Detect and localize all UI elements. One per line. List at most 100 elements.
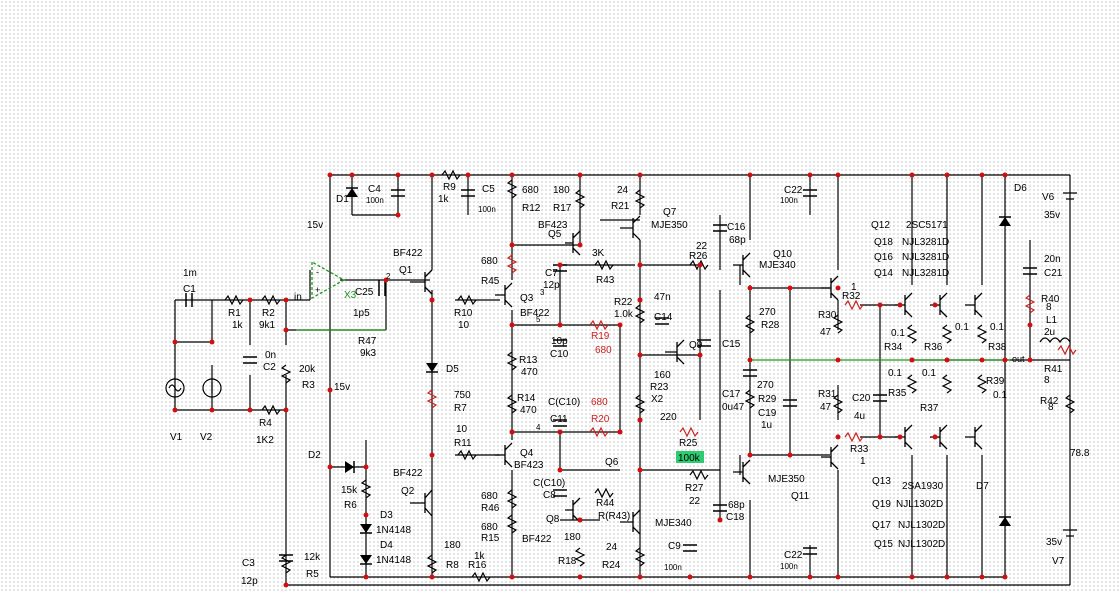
r8-resistor bbox=[426, 554, 438, 574]
label-c20: C20 bbox=[852, 393, 871, 404]
r30-resistor bbox=[832, 314, 844, 334]
label-r34-value: 0.1 bbox=[891, 328, 905, 339]
label-r7-value: 750 bbox=[454, 390, 471, 401]
q3-transistor bbox=[495, 282, 513, 308]
c10-capacitor bbox=[553, 339, 567, 347]
label-r31: R31 bbox=[818, 389, 837, 400]
label-r1-value: 1k bbox=[232, 320, 244, 331]
r9-resistor bbox=[441, 169, 461, 181]
q11-transistor bbox=[733, 459, 751, 485]
label-d5: D5 bbox=[446, 364, 459, 375]
label-r8-value: 180 bbox=[444, 540, 461, 551]
label-c1: C1 bbox=[183, 284, 196, 295]
label-bf423-q5: BF423 bbox=[538, 220, 568, 231]
q7-transistor bbox=[620, 215, 641, 241]
r44-resistor bbox=[594, 487, 614, 499]
label-r8: R8 bbox=[446, 560, 459, 571]
r25-resistor bbox=[679, 426, 699, 438]
label-r40: R40 bbox=[1041, 294, 1060, 305]
label-c-c10: C(C10) bbox=[548, 397, 580, 408]
label-r28-value: 270 bbox=[759, 307, 776, 318]
label-c14: C14 bbox=[654, 312, 673, 323]
label-r3: R3 bbox=[302, 380, 315, 391]
label-r3-value: 20k bbox=[299, 364, 316, 375]
label-q13: Q13 bbox=[872, 476, 891, 487]
label-c2: C2 bbox=[263, 362, 276, 373]
label-r13-value: 470 bbox=[521, 367, 538, 378]
label-r4-value: 1K2 bbox=[256, 435, 274, 446]
label-c10-value: 10p bbox=[551, 336, 568, 347]
r35-resistor bbox=[906, 374, 918, 394]
label-r10: R10 bbox=[454, 308, 473, 319]
label-15v-mid: 15v bbox=[334, 382, 350, 393]
label-r10-value: 10 bbox=[458, 320, 470, 331]
label-r39: R39 bbox=[986, 376, 1005, 387]
label-r25-value: 220 bbox=[660, 412, 677, 423]
r42-resistor bbox=[1064, 394, 1076, 414]
q5-transistor bbox=[565, 230, 581, 256]
label-c-c10-b: C(C10) bbox=[533, 478, 565, 489]
r33-resistor bbox=[844, 431, 864, 443]
label-v7: V7 bbox=[1052, 556, 1065, 567]
label-r21-value: 24 bbox=[617, 185, 629, 196]
label-c22-bottom: C22 bbox=[784, 550, 803, 561]
label-q18-part: NJL3281D bbox=[902, 237, 949, 248]
d5-diode bbox=[426, 363, 438, 373]
label-c2-value: 0n bbox=[265, 350, 276, 361]
label-q17-part: NJL1302D bbox=[898, 520, 945, 531]
c19-capacitor bbox=[783, 399, 797, 407]
label-r35: R35 bbox=[888, 388, 907, 399]
label-x2: X2 bbox=[651, 394, 664, 405]
label-c15: C15 bbox=[722, 339, 741, 350]
label-r9-value: 1k bbox=[438, 194, 450, 205]
label-r17: R17 bbox=[553, 203, 572, 214]
label-c22-top-value: 100n bbox=[780, 196, 798, 205]
label-x3: X3 bbox=[344, 290, 357, 301]
label-q12: Q12 bbox=[871, 220, 890, 231]
d6-diode bbox=[999, 216, 1011, 226]
r19-resistor bbox=[589, 319, 609, 331]
label-mje350-q7: MJE350 bbox=[651, 220, 688, 231]
label-c9: C9 bbox=[668, 541, 681, 552]
label-q13-part: 2SA1930 bbox=[902, 481, 944, 492]
label-c18-value: 68p bbox=[728, 500, 745, 511]
r14-resistor bbox=[506, 394, 518, 414]
label-c4: C4 bbox=[368, 184, 381, 195]
label-r28: R28 bbox=[761, 320, 780, 331]
label-r1: R1 bbox=[228, 308, 241, 319]
label-r20-value: 680 bbox=[591, 397, 608, 408]
label-bf422-q3: BF422 bbox=[520, 308, 550, 319]
label-r44: R44 bbox=[596, 498, 615, 509]
label-d2: D2 bbox=[308, 450, 321, 461]
label-q6: Q6 bbox=[605, 457, 619, 468]
c25-capacitor bbox=[378, 280, 386, 296]
label-q14-part: NJL3281D bbox=[902, 268, 949, 279]
d7-diode bbox=[999, 516, 1011, 526]
label-r33-value: 1 bbox=[860, 456, 866, 467]
q2-transistor bbox=[410, 489, 433, 517]
label-mje340-q10: MJE340 bbox=[759, 260, 796, 271]
r17-resistor bbox=[574, 189, 586, 209]
c17-capacitor bbox=[743, 369, 757, 377]
label-mje340-q6: MJE340 bbox=[655, 518, 692, 529]
label-q16: Q16 bbox=[874, 252, 893, 263]
label-bf422-q1: BF422 bbox=[393, 248, 423, 259]
label-node2: 2 bbox=[386, 272, 391, 281]
label-d7: D7 bbox=[976, 481, 989, 492]
c20-capacitor bbox=[873, 394, 887, 402]
r40-resistor bbox=[1024, 294, 1036, 314]
r18-resistor bbox=[574, 547, 586, 567]
transistors bbox=[410, 215, 983, 535]
c18-capacitor bbox=[713, 504, 727, 512]
q15-transistor bbox=[965, 424, 983, 450]
r1-resistor bbox=[224, 294, 244, 306]
label-15v-top: 15v bbox=[307, 220, 323, 231]
r43-resistor bbox=[594, 259, 614, 271]
q4-transistor bbox=[495, 442, 513, 468]
label-c22-top: C22 bbox=[784, 185, 803, 196]
r3-resistor bbox=[280, 364, 292, 384]
label-node5: 5 bbox=[536, 315, 541, 324]
label-r20: R20 bbox=[591, 414, 610, 425]
label-r18-value: 180 bbox=[564, 532, 581, 543]
label-q17: Q17 bbox=[872, 520, 891, 531]
